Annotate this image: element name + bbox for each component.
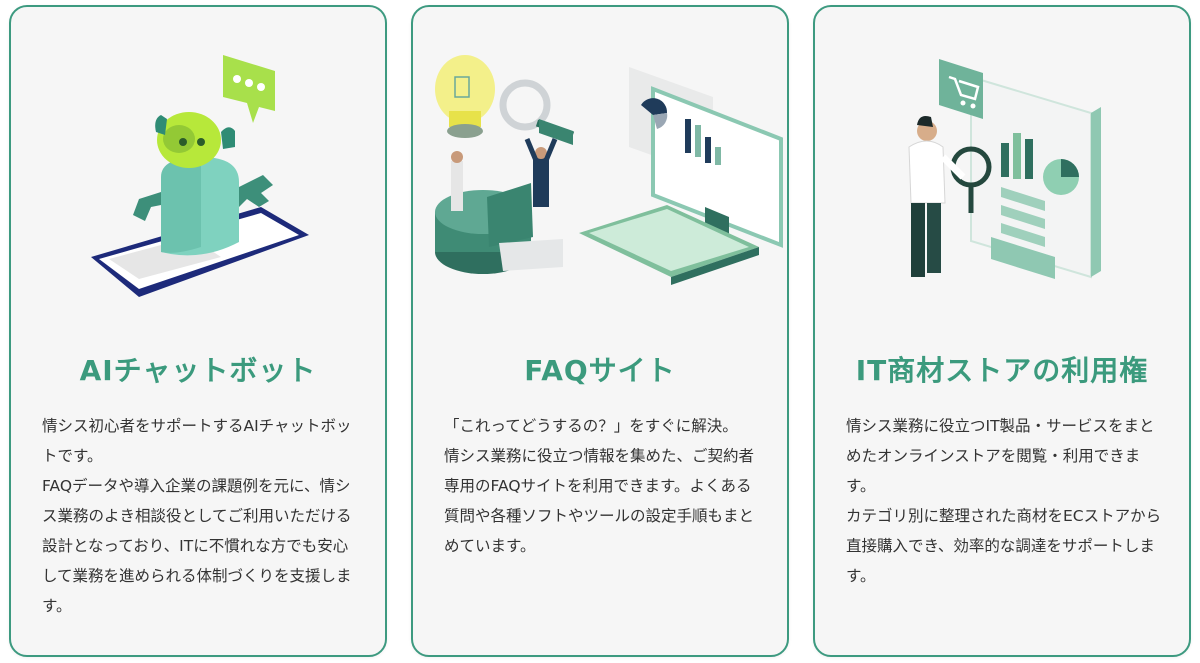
keyboard-icon: [579, 205, 759, 285]
illustration-faq-site: [413, 7, 787, 317]
illustration-it-store: [815, 7, 1189, 317]
card-it-store: IT商材ストアの利用権 情シス業務に役立つIT製品・サービスをまとめたオンライン…: [813, 5, 1191, 657]
person-icon: [451, 138, 558, 211]
card-title: AIチャットボット: [79, 354, 317, 387]
chat-bubble-icon: [223, 55, 275, 123]
illustration-ai-chatbot: [11, 7, 385, 317]
card-description-paragraph: 情シス業務に役立つIT製品・サービスをまとめたオンラインストアを閲覧・利用できま…: [846, 417, 1155, 495]
monitor-icon: [629, 67, 783, 248]
magnifier-icon: [499, 79, 575, 139]
card-description-paragraph: 「これってどうするの？」をすぐに解決。: [444, 417, 738, 435]
dashboard-icon: [970, 75, 1101, 279]
cart-icon: [939, 59, 983, 119]
robot-icon: [133, 112, 273, 256]
card-title: FAQサイト: [524, 354, 676, 387]
person-icon: [908, 116, 966, 277]
card-description: 「これってどうするの？」をすぐに解決。 情シス業務に役立つ情報を集めた、ご契約者…: [444, 411, 762, 561]
pie-chart-icon: [435, 183, 563, 274]
card-description-paragraph: カテゴリ別に整理された商材をECストアから直接購入でき、効率的な調達をサポートし…: [846, 507, 1162, 585]
lightbulb-icon: [435, 55, 495, 138]
card-description: 情シス業務に役立つIT製品・サービスをまとめたオンラインストアを閲覧・利用できま…: [846, 411, 1164, 591]
card-description: 情シス初心者をサポートするAIチャットボットです。 FAQデータや導入企業の課題…: [42, 411, 360, 621]
card-title: IT商材ストアの利用権: [855, 354, 1149, 387]
card-description-paragraph: 情シス業務に役立つ情報を集めた、ご契約者専用のFAQサイトを利用できます。よくあ…: [444, 447, 755, 555]
card-faq-site: FAQサイト 「これってどうするの？」をすぐに解決。 情シス業務に役立つ情報を集…: [411, 5, 789, 657]
card-description-paragraph: FAQデータや導入企業の課題例を元に、情シス業務のよき相談役としてご利用いただけ…: [42, 477, 352, 615]
card-description-paragraph: 情シス初心者をサポートするAIチャットボットです。: [42, 417, 352, 465]
card-ai-chatbot: AIチャットボット 情シス初心者をサポートするAIチャットボットです。 FAQデ…: [9, 5, 387, 657]
